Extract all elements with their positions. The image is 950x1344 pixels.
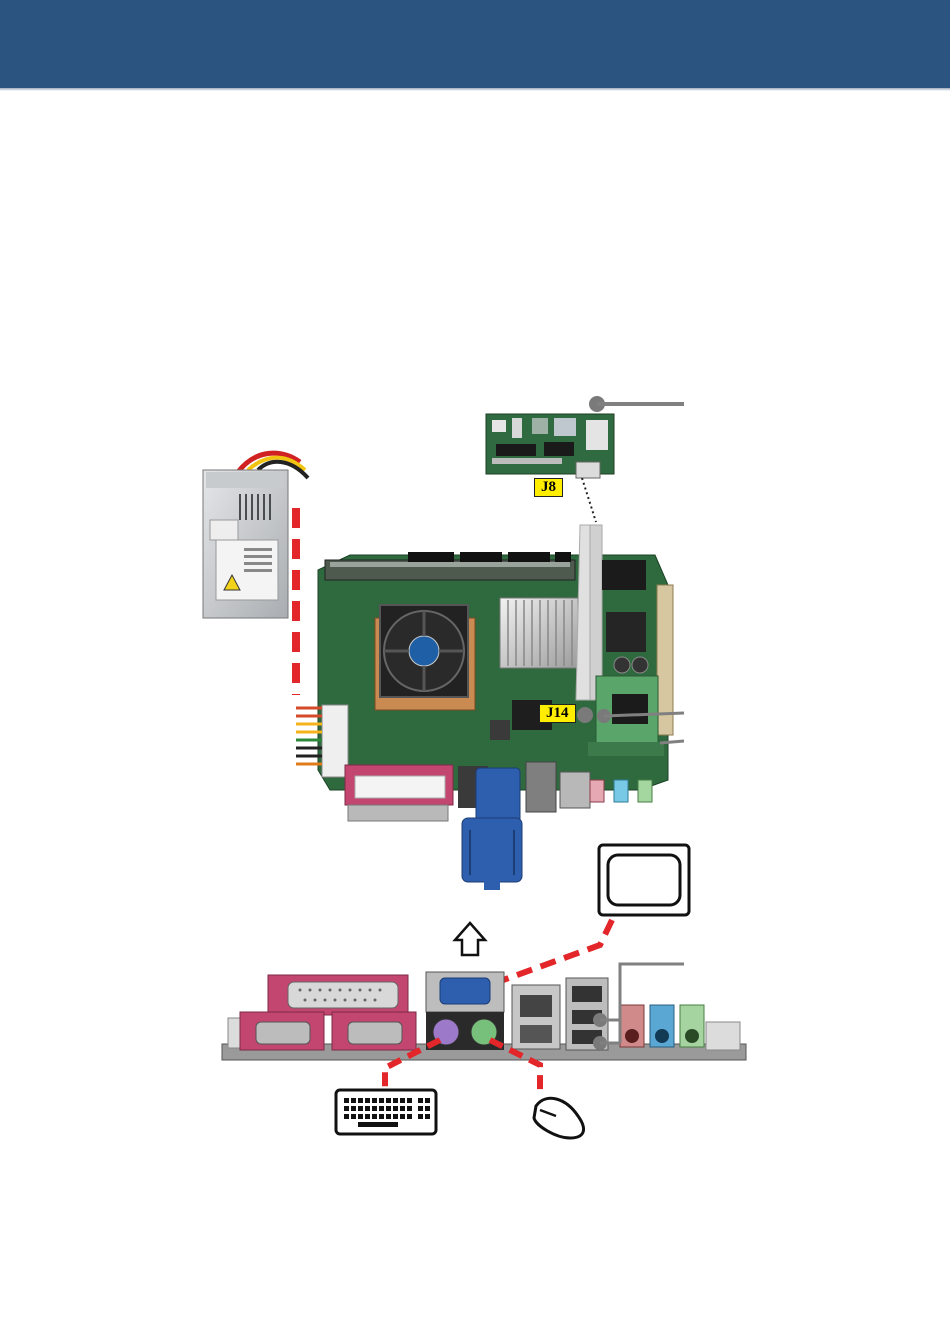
keyboard-icon (336, 1090, 436, 1134)
io-daughter-board (486, 414, 614, 478)
rear-io-panel (222, 972, 746, 1060)
board-edge-callout-line (660, 741, 684, 743)
monitor-icon (599, 845, 689, 915)
j14-connector-label: J14 (539, 704, 576, 723)
j8-connector-label: J8 (534, 478, 563, 497)
up-arrow-icon (455, 923, 485, 955)
j14-callout-dot (577, 707, 593, 723)
power-supply (203, 453, 308, 618)
mouse-icon (534, 1098, 584, 1138)
